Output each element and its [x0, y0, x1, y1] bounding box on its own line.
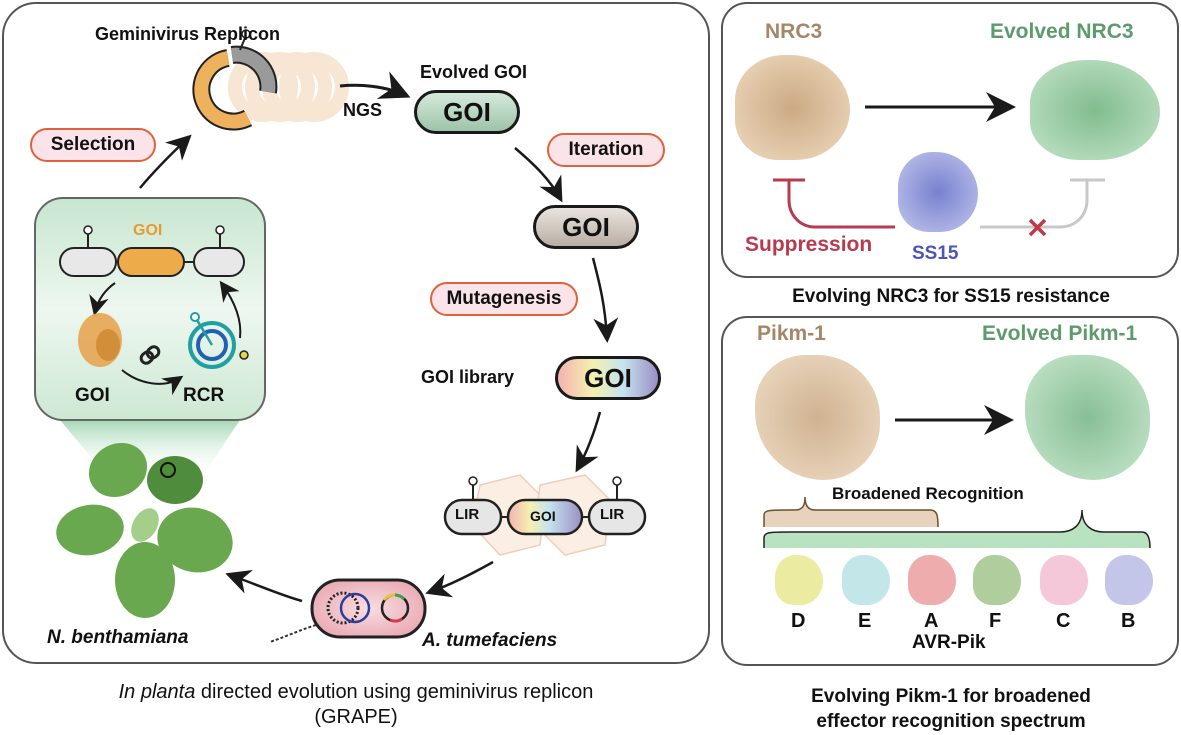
nrc3-label: NRC3	[765, 20, 823, 43]
caption-italic: In planta	[118, 681, 196, 703]
pikm1-structure	[755, 355, 880, 480]
geminivirus-replicon-label: Geminivirus Replicon	[95, 24, 281, 44]
effector-structure-e	[842, 555, 890, 605]
effector-structure-d	[775, 555, 823, 605]
evolved-goi-node: GOI	[414, 90, 520, 134]
selection-badge: Selection	[30, 128, 156, 162]
mutagenesis-arrow	[591, 257, 619, 343]
caption-rest: directed evolution using geminivirus rep…	[195, 681, 594, 703]
pikm1-caption: Evolving Pikm-1 for broadened effector r…	[721, 684, 1181, 734]
pikm1-caption-line2: effector recognition spectrum	[816, 711, 1086, 732]
lir-goi-label: GOI	[530, 508, 556, 524]
inset-construct	[59, 225, 245, 277]
lir-goi-construct	[443, 476, 647, 536]
broadened-recognition-label: Broadened Recognition	[832, 484, 1024, 503]
ngs-label: NGS	[343, 100, 383, 120]
blocked-x-icon	[1028, 218, 1047, 237]
evolved-nrc3-structure	[1030, 60, 1160, 160]
transform-arrow	[425, 560, 494, 598]
goi-protein-icon	[78, 313, 122, 367]
evolved-pikm1-structure	[1025, 355, 1150, 480]
evolved-goi-label: Evolved GOI	[420, 62, 528, 82]
lir-left-label: LIR	[455, 506, 480, 523]
geminivirus-replicon-icon	[192, 29, 278, 131]
effector-label-f: F	[989, 610, 1002, 632]
suppression-label: Suppression	[745, 233, 873, 256]
effector-structure-a	[908, 555, 956, 605]
iteration-badge: Iteration	[547, 133, 665, 167]
blocked-inhibition-icon	[980, 178, 1105, 229]
suppression-inhibition-icon	[773, 178, 895, 229]
mutagenesis-badge: Mutagenesis	[430, 282, 578, 316]
ss15-structure	[898, 152, 978, 232]
pikm1-caption-line1: Evolving Pikm-1 for broadened	[811, 686, 1091, 707]
iteration-arrow	[514, 147, 563, 203]
goi-library-label: GOI library	[421, 367, 515, 387]
effector-label-c: C	[1056, 610, 1071, 632]
grape-caption: In planta directed evolution using gemin…	[0, 680, 712, 730]
effector-structure-c	[1040, 555, 1088, 605]
broadened-recognition-bracket	[763, 509, 1151, 549]
a-tumefaciens-label: A. tumefaciens	[422, 630, 558, 651]
effector-label-a: A	[924, 610, 939, 632]
effector-label-b: B	[1121, 610, 1136, 632]
evolved-pikm1-label: Evolved Pikm-1	[982, 322, 1138, 345]
effector-structure-f	[973, 555, 1021, 605]
evolved-nrc3-label: Evolved NRC3	[990, 20, 1134, 43]
lir-right-label: LIR	[600, 506, 625, 523]
native-recognition-bracket	[763, 496, 939, 528]
goi-library-node: GOI	[555, 356, 661, 400]
link-icon	[139, 345, 161, 365]
effector-label-e: E	[858, 610, 872, 632]
selection-arrow	[139, 134, 192, 189]
inset-goi-protein-label: GOI	[75, 385, 110, 406]
goi-node: GOI	[533, 205, 639, 249]
inset-rcr-label: RCR	[183, 385, 225, 406]
nicotiana-plant-icon	[56, 442, 233, 618]
infiltration-arrow	[225, 569, 303, 603]
packaging-arrow	[575, 411, 602, 473]
rcr-icon	[188, 312, 249, 369]
nrc3-structure	[735, 55, 850, 160]
agrobacterium-icon	[269, 578, 427, 643]
effector-label-d: D	[791, 610, 806, 632]
pikm1-label: Pikm-1	[757, 322, 826, 345]
ngs-arrow	[339, 71, 411, 99]
ss15-label: SS15	[912, 243, 959, 264]
effector-structure-b	[1105, 555, 1153, 605]
inset-goi-label: GOI	[133, 222, 163, 239]
nrc3-caption: Evolving NRC3 for SS15 resistance	[792, 286, 1110, 307]
caption-line2: (GRAPE)	[314, 706, 398, 728]
n-benthamiana-label: N. benthamiana	[47, 627, 189, 648]
avr-pik-label: AVR-Pik	[912, 632, 986, 653]
